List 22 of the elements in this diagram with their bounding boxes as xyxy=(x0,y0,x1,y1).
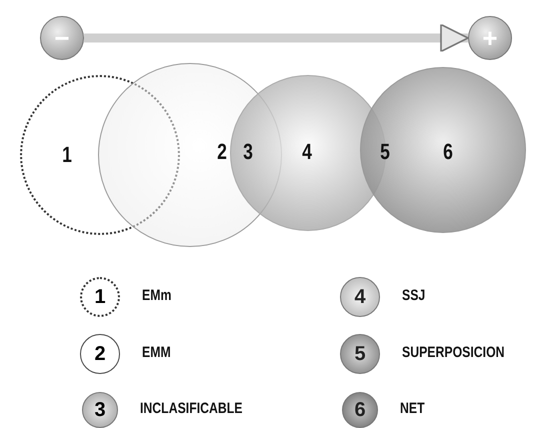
region-number: 2 xyxy=(217,139,227,165)
plus-sign-circle: + xyxy=(468,16,512,60)
caption-text: EMM xyxy=(142,344,171,361)
region-number: 3 xyxy=(243,139,253,165)
caption-text: NET xyxy=(400,400,425,417)
caption-text: SUPERPOSICION xyxy=(402,344,505,361)
region-number: 4 xyxy=(302,139,312,165)
number-badge: 3 xyxy=(82,392,118,428)
number-badge: 5 xyxy=(340,334,380,374)
number-badge: 1 xyxy=(80,277,120,317)
region-number: 5 xyxy=(380,139,390,165)
number-badge: 2 xyxy=(80,334,120,374)
region-number: 1 xyxy=(62,142,72,168)
number-badge: 4 xyxy=(340,277,380,317)
number-badge: 6 xyxy=(342,392,378,428)
caption-text: EMm xyxy=(142,287,172,304)
caption-text: SSJ xyxy=(402,287,426,304)
region-number: 6 xyxy=(443,139,453,165)
caption-text: INCLASIFICABLE xyxy=(140,400,242,417)
minus-sign-circle: − xyxy=(40,16,84,60)
circle-shape xyxy=(20,75,180,235)
arrow xyxy=(84,24,469,52)
